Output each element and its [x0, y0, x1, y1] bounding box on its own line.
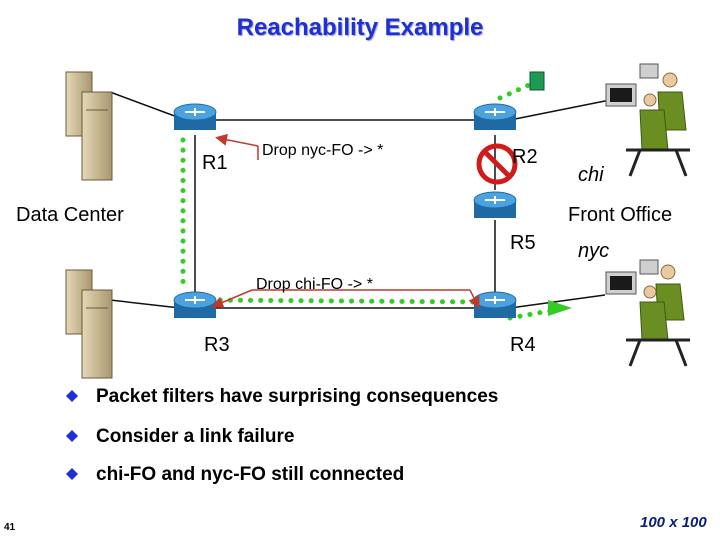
router-r2-icon	[473, 103, 517, 130]
bullet-text: Packet filters have surprising consequen…	[96, 386, 499, 407]
traffic-path-dots	[180, 77, 558, 321]
path-arrowhead	[548, 300, 572, 316]
router-r1-label: R1	[202, 152, 228, 174]
nyc-label: nyc	[578, 240, 610, 262]
nyc-workstation-icon	[605, 259, 690, 367]
chi-workstation-icon	[605, 63, 690, 177]
router-r4-label: R4	[510, 334, 536, 356]
bullet-item: Packet filters have surprising consequen…	[56, 386, 498, 408]
logo: 100 x 100	[640, 514, 707, 531]
front-office-switch	[529, 71, 545, 91]
data-center-label: Data Center	[16, 204, 124, 226]
slide-title: Reachability Example	[236, 14, 484, 41]
router-r3-label: R3	[204, 334, 230, 356]
server-stack-top	[65, 71, 113, 181]
router-r2-label: R2	[512, 146, 538, 168]
server-stack-bottom	[65, 269, 113, 379]
annotation-lines	[211, 133, 480, 309]
bullet-text: Consider a link failure	[96, 426, 295, 447]
bullet-text: chi-FO and nyc-FO still connected	[96, 464, 405, 485]
page-number: 41	[4, 522, 16, 533]
bullet-item: chi-FO and nyc-FO still connected	[56, 464, 404, 486]
router-r1-icon	[173, 103, 217, 130]
router-r5-icon	[473, 191, 517, 218]
front-office-label: Front Office	[568, 204, 673, 226]
drop-nyc-annotation: Drop nyc-FO -> *	[262, 142, 384, 159]
chi-label: chi	[578, 164, 604, 186]
router-r5-label: R5	[510, 232, 536, 254]
bullet-item: Consider a link failure	[56, 426, 295, 448]
drop-chi-annotation: Drop chi-FO -> *	[256, 276, 373, 293]
bullet-markers	[66, 390, 78, 480]
router-r4-icon	[473, 291, 517, 318]
router-r3-icon	[173, 291, 217, 318]
no-entry-icon	[476, 143, 518, 185]
